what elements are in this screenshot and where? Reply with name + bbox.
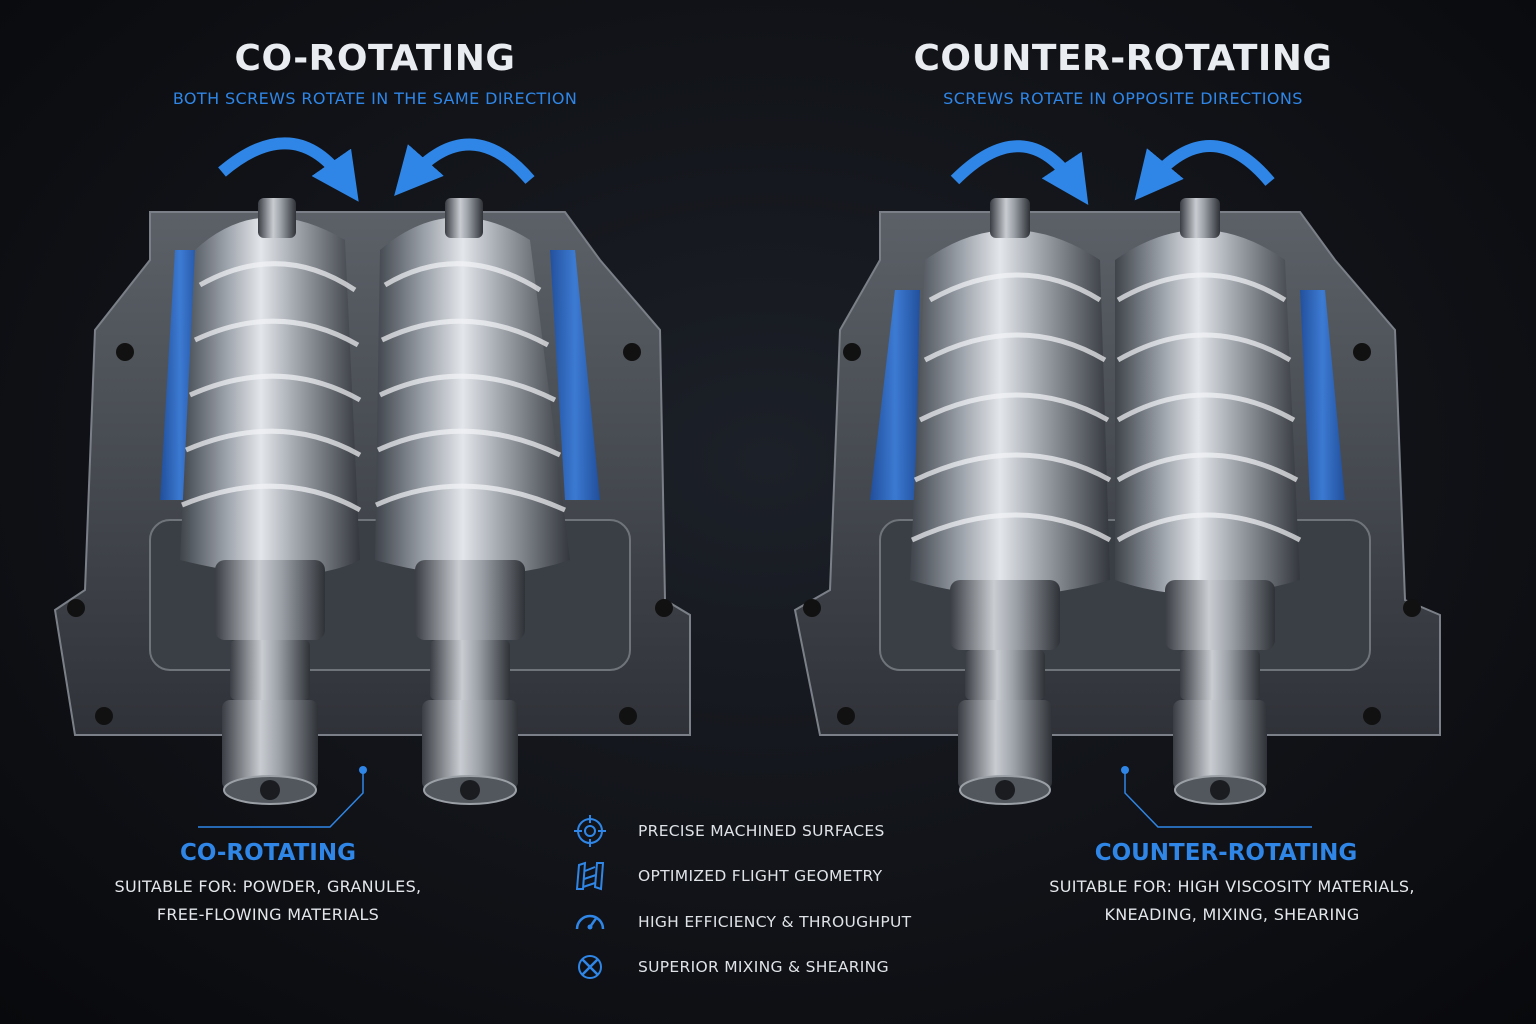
bolt-hole bbox=[1403, 599, 1421, 617]
left-title: CO-ROTATING bbox=[234, 38, 516, 79]
feature-item: PRECISE MACHINED SURFACES bbox=[570, 808, 970, 854]
bolt-hole bbox=[116, 343, 134, 361]
bolt-hole bbox=[67, 599, 85, 617]
feature-label: PRECISE MACHINED SURFACES bbox=[638, 821, 885, 840]
right-description-line1: SUITABLE FOR: HIGH VISCOSITY MATERIALS, bbox=[1049, 877, 1415, 896]
feature-item: HIGH EFFICIENCY & THROUGHPUT bbox=[570, 899, 970, 945]
mixing-icon bbox=[570, 947, 610, 987]
bolt-hole bbox=[655, 599, 673, 617]
right-subtitle: SCREWS ROTATE IN OPPOSITE DIRECTIONS bbox=[943, 89, 1303, 108]
screw-left-1 bbox=[180, 198, 362, 805]
right-description-line2: KNEADING, MIXING, SHEARING bbox=[1104, 905, 1360, 924]
right-panel-description: SUITABLE FOR: HIGH VISCOSITY MATERIALS, … bbox=[1002, 873, 1462, 929]
housing-left-blue-wall-right bbox=[550, 250, 600, 500]
feature-label: OPTIMIZED FLIGHT GEOMETRY bbox=[638, 867, 883, 886]
bolt-hole bbox=[803, 599, 821, 617]
co-rotating-extruder bbox=[53, 198, 691, 805]
screw-right-2 bbox=[1115, 198, 1302, 805]
housing-right-blue-wall-right bbox=[1300, 290, 1345, 500]
left-panel-description: SUITABLE FOR: POWDER, GRANULES, FREE-FLO… bbox=[38, 873, 498, 929]
bolt-hole bbox=[623, 343, 641, 361]
feature-item: OPTIMIZED FLIGHT GEOMETRY bbox=[570, 854, 970, 900]
rotation-arrow-right-1 bbox=[950, 140, 1089, 205]
bolt-hole bbox=[837, 707, 855, 725]
left-panel-name: CO-ROTATING bbox=[180, 840, 356, 866]
gauge-icon bbox=[570, 902, 610, 942]
counter-rotating-extruder bbox=[793, 198, 1441, 805]
rotation-arrow-left-1 bbox=[218, 137, 359, 202]
bolt-hole bbox=[1353, 343, 1371, 361]
bolt-hole bbox=[95, 707, 113, 725]
bolt-hole bbox=[843, 343, 861, 361]
screw-left-2 bbox=[374, 198, 570, 805]
bolt-hole bbox=[1363, 707, 1381, 725]
rotation-arrow-right-2 bbox=[1134, 140, 1275, 201]
feature-label: HIGH EFFICIENCY & THROUGHPUT bbox=[638, 912, 912, 931]
left-description-line2: FREE-FLOWING MATERIALS bbox=[156, 905, 380, 924]
right-title: COUNTER-ROTATING bbox=[913, 38, 1333, 79]
callout-right bbox=[1121, 766, 1312, 828]
callout-left bbox=[198, 766, 367, 828]
rotation-arrow-left-2 bbox=[394, 138, 535, 196]
right-panel-name: COUNTER-ROTATING bbox=[1094, 840, 1358, 866]
flight-geometry-icon bbox=[570, 856, 610, 896]
feature-item: SUPERIOR MIXING & SHEARING bbox=[570, 945, 970, 991]
housing-right-blue-wall bbox=[870, 290, 920, 500]
target-icon bbox=[570, 811, 610, 851]
left-description-line1: SUITABLE FOR: POWDER, GRANULES, bbox=[114, 877, 422, 896]
feature-label: SUPERIOR MIXING & SHEARING bbox=[638, 958, 889, 977]
bolt-hole bbox=[619, 707, 637, 725]
screw-right-1 bbox=[910, 198, 1112, 805]
left-subtitle: BOTH SCREWS ROTATE IN THE SAME DIRECTION bbox=[172, 89, 578, 108]
feature-list: PRECISE MACHINED SURFACES OPTIMIZED FLIG… bbox=[570, 808, 970, 990]
